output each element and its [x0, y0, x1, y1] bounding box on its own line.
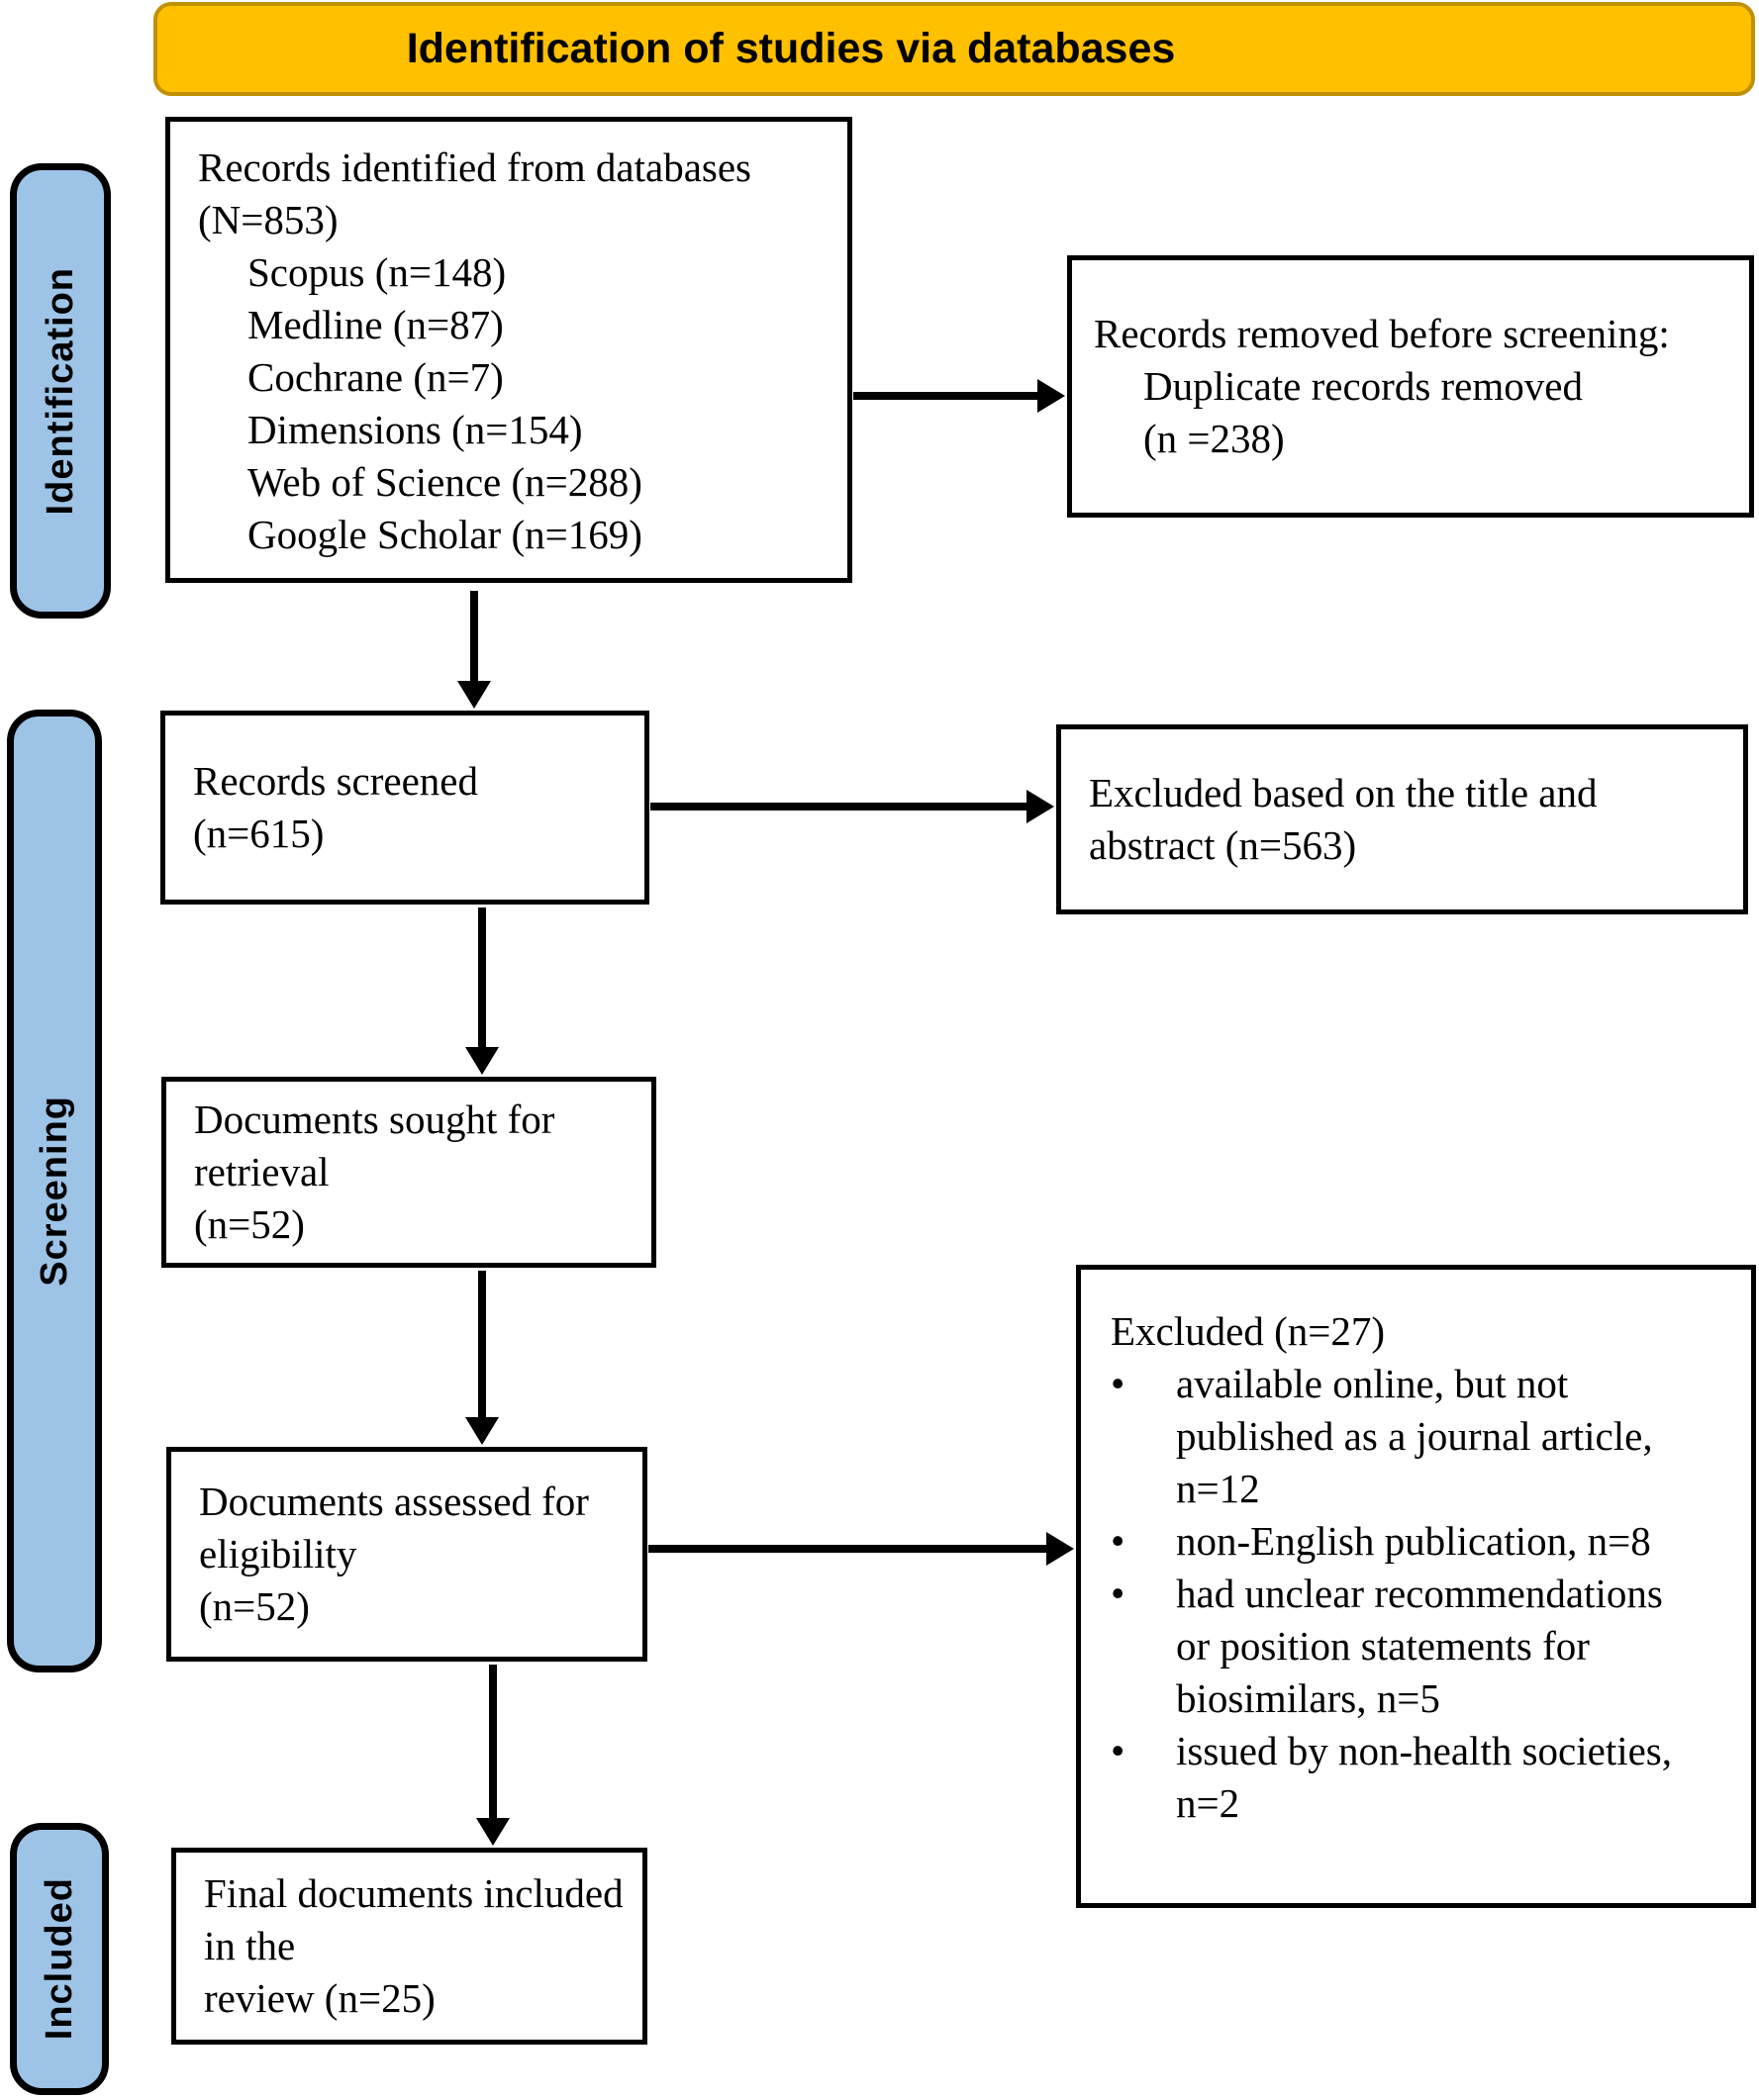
final-included-text: Final documents included in the review (…	[204, 1870, 624, 2021]
box-final-included: Final documents included in the review (…	[171, 1848, 647, 2045]
stage-screening-label: Screening	[33, 1096, 75, 1287]
records-removed-intro: Records removed before screening:	[1094, 311, 1670, 356]
database-count-web-of-science: Web of Science (n=288)	[247, 459, 642, 505]
excluded-title-abstract-text: Excluded based on the title and abstract…	[1089, 770, 1598, 868]
arrow-identified-to-removed-icon	[853, 392, 1037, 400]
excluded-reason-unclear-recommendations: had unclear recommendations or position …	[1176, 1571, 1663, 1721]
box-documents-assessed: Documents assessed for eligibility (n=52…	[166, 1447, 647, 1662]
arrow-sought-to-assessed-icon	[478, 1271, 486, 1417]
arrow-screened-to-sought-icon	[478, 907, 486, 1047]
bullet-icon: •	[1111, 1571, 1125, 1616]
arrow-assessed-to-final-icon	[489, 1665, 497, 1818]
bullet-icon: •	[1111, 1518, 1125, 1564]
documents-assessed-text: Documents assessed for eligibility (n=52…	[199, 1479, 589, 1629]
excluded-reason-item: • available online, but not published as…	[1111, 1358, 1737, 1515]
documents-sought-text: Documents sought for retrieval (n=52)	[194, 1097, 555, 1247]
box-records-screened: Records screened (n=615)	[160, 711, 649, 905]
records-removed-detail: Duplicate records removed (n =238)	[1143, 363, 1583, 461]
bullet-icon: •	[1111, 1361, 1125, 1406]
box-excluded-eligibility: Excluded (n=27) • available online, but …	[1076, 1265, 1756, 1908]
excluded-reason-item: • non-English publication, n=8	[1111, 1515, 1737, 1568]
stage-screening: Screening	[7, 710, 102, 1672]
excluded-eligibility-intro: Excluded (n=27)	[1111, 1308, 1386, 1354]
arrow-identified-to-screened-icon	[470, 591, 478, 681]
box-records-identified: Records identified from databases (N=853…	[165, 117, 852, 583]
database-count-cochrane: Cochrane (n=7)	[247, 354, 504, 400]
arrow-screened-to-excluded-icon	[650, 803, 1026, 811]
header-banner: Identification of studies via databases	[153, 2, 1755, 96]
arrow-assessed-to-excluded-icon	[648, 1545, 1046, 1553]
diagram-title: Identification of studies via databases	[406, 25, 1176, 72]
excluded-reason-item: • had unclear recommendations or positio…	[1111, 1568, 1737, 1725]
database-count-medline: Medline (n=87)	[247, 302, 504, 347]
box-records-removed: Records removed before screening: Duplic…	[1067, 255, 1754, 518]
excluded-reason-non-english: non-English publication, n=8	[1176, 1518, 1651, 1564]
stage-identification-label: Identification	[39, 266, 81, 516]
excluded-reason-not-journal: available online, but not published as a…	[1176, 1361, 1653, 1511]
database-count-dimensions: Dimensions (n=154)	[247, 407, 583, 452]
excluded-reason-non-health-societies: issued by non-health societies, n=2	[1176, 1728, 1673, 1826]
box-documents-sought: Documents sought for retrieval (n=52)	[161, 1077, 656, 1268]
bullet-icon: •	[1111, 1728, 1125, 1773]
stage-included: Included	[10, 1823, 109, 2095]
records-identified-intro: Records identified from databases (N=853…	[198, 144, 752, 242]
stage-included-label: Included	[38, 1877, 80, 2041]
box-excluded-title-abstract: Excluded based on the title and abstract…	[1056, 724, 1748, 914]
database-count-scopus: Scopus (n=148)	[247, 249, 507, 295]
stage-identification: Identification	[10, 163, 111, 619]
excluded-reason-item: • issued by non-health societies, n=2	[1111, 1725, 1737, 1830]
records-screened-text: Records screened (n=615)	[193, 758, 479, 856]
database-count-google-scholar: Google Scholar (n=169)	[247, 512, 642, 557]
